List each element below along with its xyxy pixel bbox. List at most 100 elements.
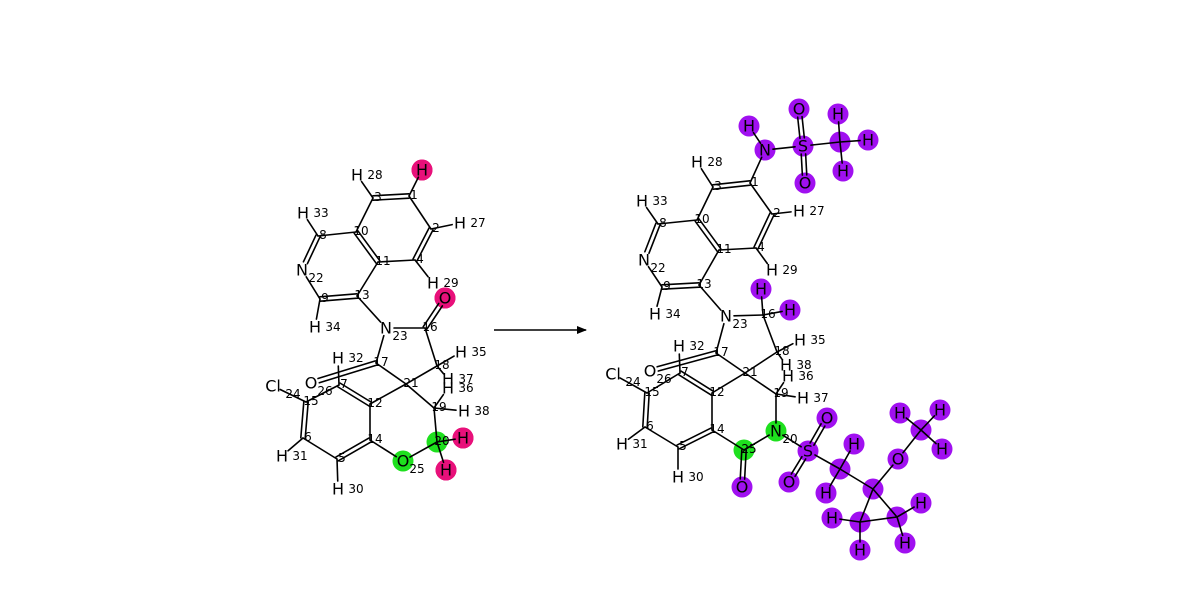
atom-label-h: H — [691, 153, 703, 172]
single-bond — [837, 121, 841, 143]
single-bond — [839, 139, 861, 143]
single-bond — [377, 259, 416, 263]
highlight-core — [765, 420, 787, 442]
atom-number: 2 — [432, 221, 440, 235]
atom-number: 24 — [625, 375, 640, 389]
atom-label-h: H — [351, 166, 363, 185]
double-bond — [416, 229, 434, 262]
double-bond — [694, 220, 719, 253]
atom-number: 15 — [303, 394, 318, 408]
single-bond — [305, 275, 321, 300]
atom-label-h: H — [672, 468, 684, 487]
single-bond — [355, 197, 374, 233]
atom-number: 23 — [732, 317, 747, 331]
highlight-added — [731, 476, 753, 498]
atom-number: 9 — [321, 291, 329, 305]
atom-label-h: H — [297, 204, 309, 223]
atom-number: 31 — [632, 437, 647, 451]
single-bond — [896, 516, 904, 537]
double-bond — [656, 350, 717, 368]
single-bond — [733, 314, 764, 317]
atom-label-h: H — [837, 162, 849, 181]
highlight-added — [750, 278, 772, 300]
single-bond — [698, 284, 722, 311]
atom-label-h: H — [894, 404, 906, 423]
single-bond — [772, 146, 796, 150]
atom-number: 21 — [742, 365, 757, 379]
highlight-added — [889, 402, 911, 424]
atom-label-cl: Cl — [265, 377, 281, 396]
single-bond — [644, 426, 679, 448]
highlight-added — [792, 135, 814, 157]
single-bond — [829, 468, 841, 487]
single-bond — [781, 434, 803, 448]
atom-number: 26 — [656, 372, 671, 386]
atom-number: 7 — [681, 365, 689, 379]
atom-number: 10 — [694, 212, 709, 226]
atom-label-h: H — [899, 534, 911, 553]
atom-number: 12 — [367, 396, 382, 410]
single-bond — [872, 488, 898, 518]
double-bond — [304, 401, 309, 439]
atom-number: 36 — [798, 369, 813, 383]
single-bond — [749, 156, 763, 184]
atom-number: 31 — [292, 449, 307, 463]
double-bond — [753, 212, 771, 248]
highlight-added — [887, 448, 909, 470]
highlight-added — [894, 532, 916, 554]
single-bond — [678, 353, 681, 374]
single-bond — [698, 249, 720, 286]
double-bond — [339, 382, 372, 403]
double-bond — [739, 449, 743, 480]
single-bond — [315, 298, 321, 320]
atom-label-o: O — [305, 374, 318, 393]
atom-number: 23 — [392, 329, 407, 343]
single-bond — [646, 372, 681, 394]
atom-number: 16 — [422, 320, 437, 334]
atom-number: 34 — [665, 307, 680, 321]
atom-label-h: H — [854, 541, 866, 560]
atom-label-o: O — [793, 100, 806, 119]
double-bond — [646, 392, 650, 428]
atom-number: 10 — [353, 224, 368, 238]
highlight-added — [754, 139, 776, 161]
highlight-added — [849, 539, 871, 561]
atom-number: 8 — [319, 228, 327, 242]
single-bond — [369, 439, 398, 458]
double-bond — [317, 360, 377, 380]
single-bond — [711, 372, 746, 394]
single-bond — [872, 464, 894, 490]
single-bond — [619, 377, 648, 394]
single-bond — [715, 322, 725, 354]
atom-number: 17 — [373, 355, 388, 369]
atom-number: 6 — [304, 430, 312, 444]
double-bond — [801, 115, 806, 139]
double-bond — [809, 423, 822, 444]
single-bond — [433, 407, 457, 412]
atom-number: 19 — [431, 400, 446, 414]
atom-number: 12 — [709, 385, 724, 399]
highlight-added — [843, 433, 865, 455]
atom-number: 13 — [696, 277, 711, 291]
double-bond — [318, 364, 378, 384]
single-bond — [287, 437, 304, 452]
double-bond — [319, 293, 358, 298]
single-bond — [647, 265, 663, 288]
double-bond — [796, 116, 801, 140]
atom-label-h: H — [934, 401, 946, 420]
atom-label-n: N — [770, 422, 782, 441]
highlight-added — [832, 160, 854, 182]
atom-number: 27 — [809, 204, 824, 218]
highlight-added — [827, 103, 849, 125]
atom-label-h: H — [442, 379, 454, 398]
double-bond — [642, 392, 646, 428]
double-bond — [337, 386, 370, 407]
atom-number: 9 — [663, 279, 671, 293]
single-bond — [408, 176, 420, 197]
atom-label-h: H — [458, 402, 470, 421]
single-bond — [360, 180, 374, 199]
atom-number: 19 — [773, 386, 788, 400]
atom-number: 28 — [367, 168, 382, 182]
highlight-added — [788, 98, 810, 120]
atom-label-h: H — [332, 480, 344, 499]
